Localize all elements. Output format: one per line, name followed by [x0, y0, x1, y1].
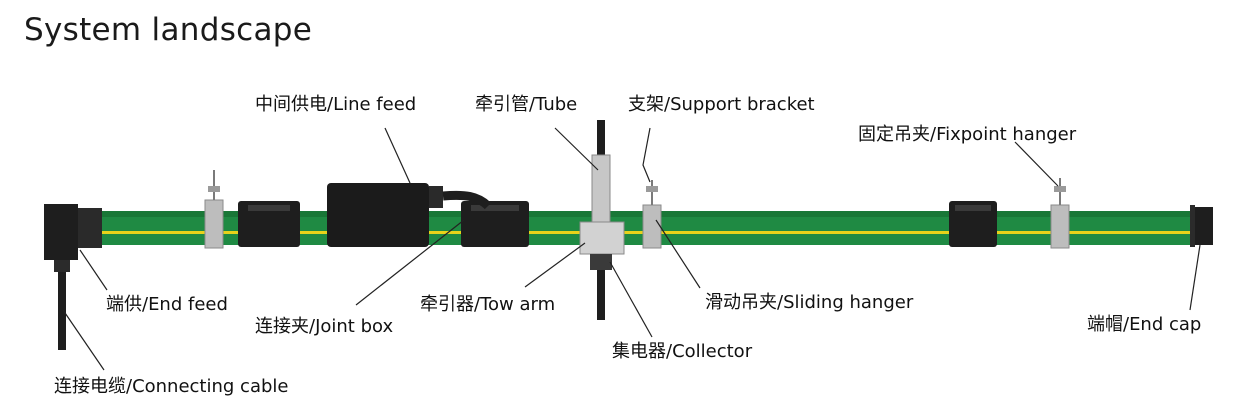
- leader-support-bracket: [642, 127, 651, 183]
- connecting-cable: [54, 250, 70, 350]
- end-cap: [1190, 205, 1213, 247]
- tube-sleeve: [591, 154, 611, 226]
- tube-assembly: [579, 120, 625, 320]
- joint-box-3: [949, 201, 997, 247]
- label-connecting-cable: 连接电缆/Connecting cable: [54, 376, 289, 397]
- label-joint-box: 连接夹/Joint box: [255, 316, 394, 337]
- end-feed-box: [44, 204, 102, 260]
- leader-fixpoint-hanger: [1014, 141, 1059, 187]
- label-sliding-hanger: 滑动吊夹/Sliding hanger: [705, 292, 914, 313]
- label-tube: 牵引管/Tube: [475, 94, 578, 115]
- joint-box-1: [238, 201, 300, 247]
- collector-head: [590, 254, 612, 270]
- leader-line-feed: [384, 127, 411, 184]
- leader-end-feed: [79, 249, 108, 291]
- leader-collector: [609, 261, 653, 338]
- line-feed-box: [327, 183, 492, 247]
- page-title: System landscape: [24, 12, 313, 48]
- label-fixpoint-hanger: 固定吊夹/Fixpoint hanger: [858, 124, 1077, 145]
- label-end-cap: 端帽/End cap: [1087, 314, 1202, 335]
- label-line-feed: 中间供电/Line feed: [255, 94, 417, 115]
- label-support-bracket: 支架/Support bracket: [628, 94, 815, 115]
- leader-sliding-hanger: [655, 219, 701, 289]
- label-end-feed: 端供/End feed: [106, 294, 228, 315]
- label-collector: 集电器/Collector: [612, 341, 753, 362]
- hanger-1: [204, 170, 224, 249]
- leader-joint-box: [355, 219, 465, 306]
- leader-tow-arm: [524, 242, 586, 288]
- leader-connecting-cable: [62, 309, 105, 371]
- leader-end-cap: [1189, 244, 1201, 311]
- joint-box-2: [461, 201, 529, 247]
- leader-lines: [62, 127, 1201, 371]
- sliding-hanger: [642, 180, 662, 249]
- label-tow-arm: 牵引器/Tow arm: [420, 294, 556, 315]
- fixpoint-hanger: [1050, 178, 1070, 249]
- leader-tube: [554, 127, 599, 171]
- collector-plate: [579, 221, 625, 255]
